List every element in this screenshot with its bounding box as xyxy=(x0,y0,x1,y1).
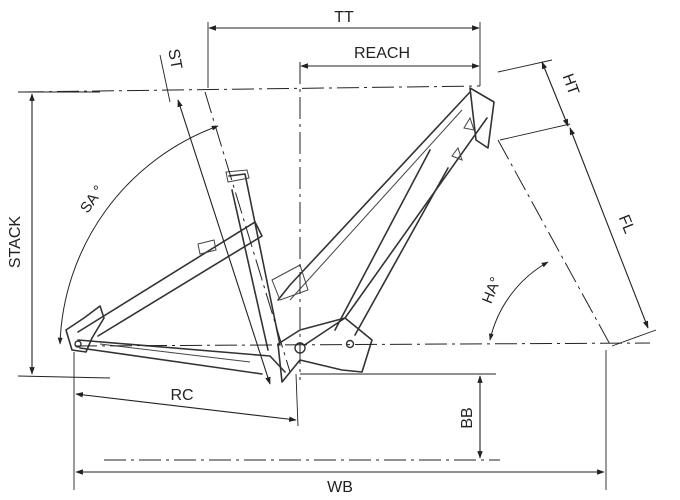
reference-lines xyxy=(21,62,651,461)
wb-label: WB xyxy=(327,479,353,496)
st-ext xyxy=(159,54,171,103)
steering-axis xyxy=(497,139,613,349)
rc-ext-right xyxy=(295,373,299,427)
head-tube-detail xyxy=(451,116,475,161)
down-tube xyxy=(277,91,488,349)
rear-dropout xyxy=(65,305,105,353)
sa-arc xyxy=(57,125,219,345)
axle-centerline xyxy=(74,342,651,347)
fl-ext-bottom xyxy=(611,329,657,347)
tt-label: TT xyxy=(334,9,354,26)
ht-label: HT xyxy=(559,72,582,98)
sa-label: SA ° xyxy=(77,183,108,217)
rc-dimension-line xyxy=(75,392,297,422)
bb-label: BB xyxy=(459,407,476,428)
seat-tube xyxy=(228,173,281,351)
ha-label: HA° xyxy=(479,275,505,306)
ht-dimension-line xyxy=(541,61,569,127)
ha-arc xyxy=(489,261,549,341)
seat-stay xyxy=(77,221,263,337)
down-tube-inner xyxy=(289,109,463,301)
angle-arcs xyxy=(57,125,549,345)
rc-label: RC xyxy=(170,387,193,404)
head-tube xyxy=(469,87,495,149)
stack-top-centerline xyxy=(21,85,481,93)
battery-section xyxy=(334,149,449,336)
labels: TT REACH ST HT STACK SA ° FL HA° RC BB W… xyxy=(7,9,638,496)
motor-housing xyxy=(277,317,373,383)
stack-label: STACK xyxy=(7,216,24,268)
reach-label: REACH xyxy=(354,45,410,62)
dimensions xyxy=(17,22,657,490)
fl-label: FL xyxy=(615,212,638,236)
st-label: ST xyxy=(164,48,184,71)
ht-ext-bottom xyxy=(499,123,571,141)
seat-axis xyxy=(204,91,291,373)
fl-dimension-line xyxy=(569,127,649,329)
top-tube-gusset xyxy=(271,264,309,301)
stack-ext-bottom xyxy=(17,375,111,379)
motor-bolt xyxy=(345,339,355,349)
st-dimension-line xyxy=(177,99,271,385)
